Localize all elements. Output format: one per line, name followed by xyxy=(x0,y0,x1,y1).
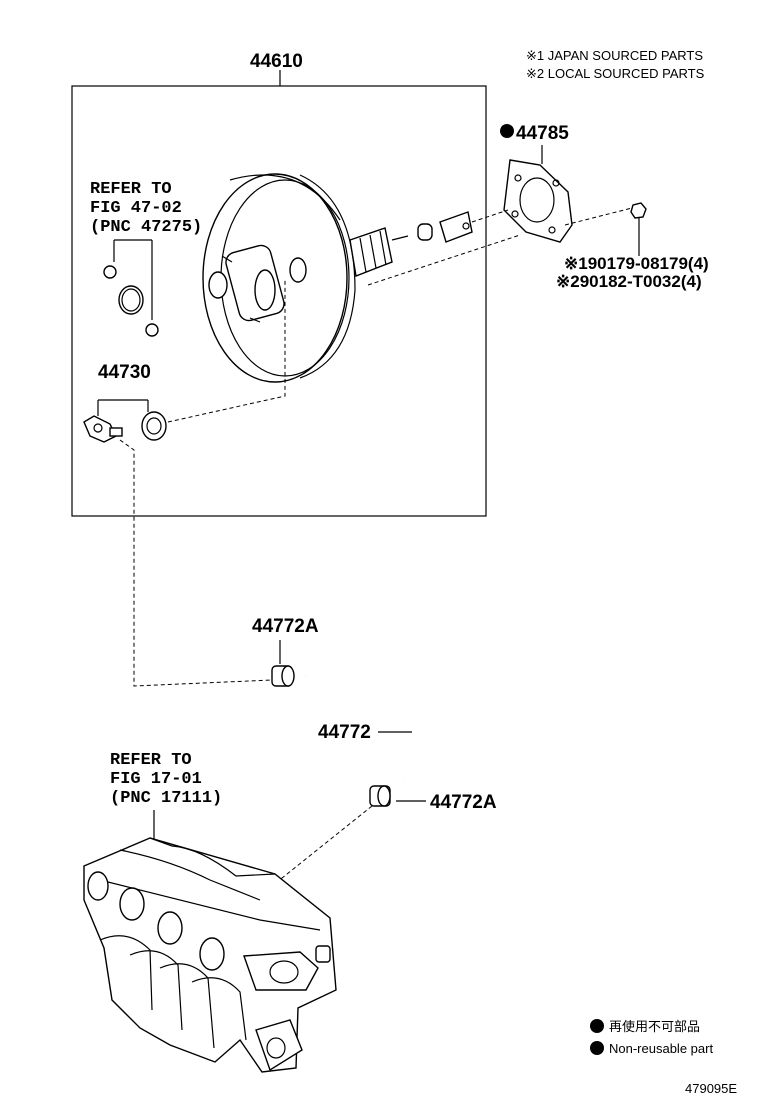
non-reusable-mark-icon xyxy=(500,124,514,138)
dash-valve-clamp xyxy=(119,439,273,687)
legend-non-reusable-en: Non-reusable part xyxy=(609,1041,713,1056)
legend-non-reusable-jp: 再使用不可部品 xyxy=(609,1019,700,1034)
label-44610[interactable]: 44610 xyxy=(250,51,303,72)
refer-fig17-line3[interactable]: (PNC 17111) xyxy=(110,789,222,808)
hose-clamp-upper-icon xyxy=(271,665,295,687)
label-bolt-local[interactable]: ※290182-T0032(4) xyxy=(556,272,702,291)
label-44730[interactable]: 44730 xyxy=(98,362,151,383)
figure-id: 479095E xyxy=(685,1081,737,1096)
brake-booster-icon xyxy=(202,173,409,383)
leader-44730 xyxy=(97,399,149,416)
refer-fig47-line2: FIG 47-02 xyxy=(90,199,182,218)
refer-fig47-line1: REFER TO xyxy=(90,180,172,199)
refer-fig17-line1: REFER TO xyxy=(110,751,192,770)
legend-dot-en-icon xyxy=(590,1041,604,1055)
clevis-icon xyxy=(417,211,473,243)
gasket-o-ring-icon xyxy=(103,265,159,337)
refer-fig47-line3[interactable]: (PNC 47275) xyxy=(90,218,202,237)
note-local-sourced: ※2 LOCAL SOURCED PARTS xyxy=(526,66,705,81)
label-44772a-upper[interactable]: 44772A xyxy=(252,616,319,637)
note-japan-sourced: ※1 JAPAN SOURCED PARTS xyxy=(526,48,703,63)
label-bolt-japan[interactable]: ※190179-08179(4) xyxy=(564,254,709,273)
label-44772a-lower[interactable]: 44772A xyxy=(430,792,497,813)
refer-fig47-bracket xyxy=(113,239,153,320)
label-44785[interactable]: 44785 xyxy=(516,123,569,144)
gasket-44785-icon xyxy=(503,159,573,243)
nut-icon xyxy=(630,202,647,256)
hose-clamp-lower-icon xyxy=(369,785,391,807)
dash-gasket-nut xyxy=(564,207,633,226)
dash-clamp-manifold xyxy=(271,805,373,887)
booster-assembly-box xyxy=(71,85,487,517)
dash-valve-booster xyxy=(167,280,286,423)
dash-booster-gasket xyxy=(367,234,521,286)
refer-fig17-line2: FIG 17-01 xyxy=(110,770,202,789)
legend-dot-jp-icon xyxy=(590,1019,604,1033)
check-valve-icon xyxy=(83,411,167,443)
label-44772[interactable]: 44772 xyxy=(318,722,371,743)
intake-manifold-icon xyxy=(83,837,337,1073)
dash-clevis-gasket xyxy=(471,209,509,223)
vacuum-hose-icon xyxy=(304,664,446,788)
